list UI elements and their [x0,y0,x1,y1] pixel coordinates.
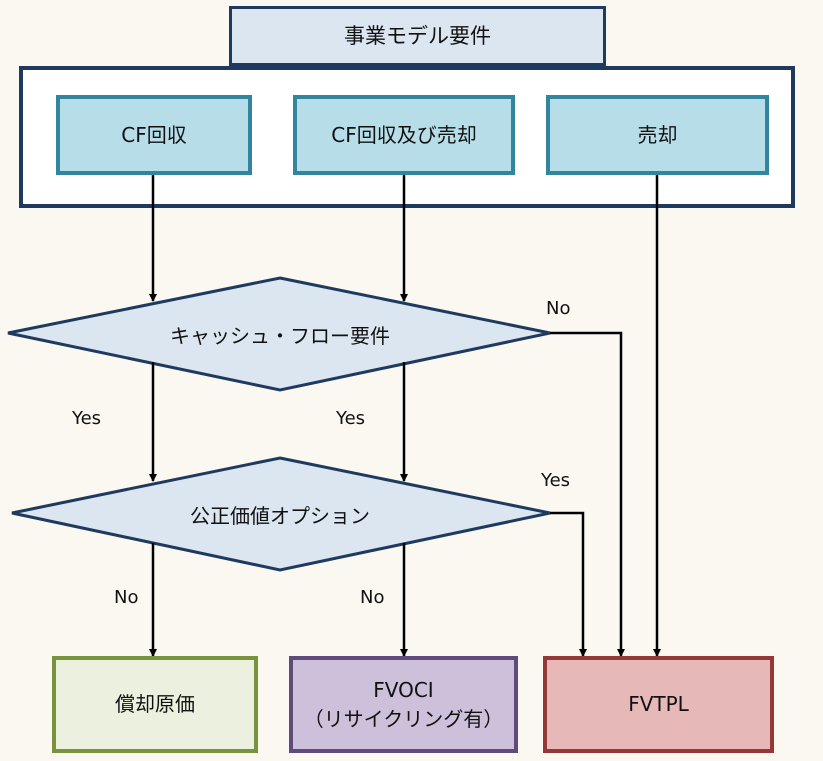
fair-value-option-decision-label: 公正価値オプション [190,504,370,528]
edge-fvo-yes [550,511,587,657]
edge-label-fvo-no-left: No [114,587,139,608]
result-amortized-cost-label: 償却原価 [115,692,195,716]
requirement-sale: 売却 [546,95,769,175]
edge-label-cash-flow-no: No [546,298,571,319]
result-fvoci: FVOCI （リサイクリング有） [289,656,518,753]
requirement-cf-collection-and-sale: CF回収及び売却 [293,95,515,175]
result-amortized-cost: 償却原価 [52,656,258,753]
fair-value-option-decision-diamond [11,456,551,572]
result-fvoci-recycling-note: （リサイクリング有） [303,706,504,731]
result-fvoci-label: FVOCI [373,677,434,702]
result-fvtpl: FVTPL [543,656,774,753]
edge-label-fvo-yes: Yes [541,470,571,491]
edge-label-fvo-no-mid: No [360,587,385,608]
requirement-cf-collection-and-sale-label: CF回収及び売却 [331,122,477,147]
edge-label-cash-flow-yes-left: Yes [72,408,102,429]
result-fvtpl-label: FVTPL [628,692,689,716]
business-model-title: 事業モデル要件 [344,23,491,48]
business-model-title-box: 事業モデル要件 [229,6,606,66]
requirement-cf-collection: CF回収 [56,95,252,175]
edge-label-cash-flow-yes-mid: Yes [336,408,366,429]
edge-cash-flow-no [550,331,625,657]
cash-flow-decision-diamond [7,276,551,392]
requirement-sale-label: 売却 [637,122,678,147]
cash-flow-decision-label: キャッシュ・フロー要件 [170,324,390,348]
requirement-cf-collection-label: CF回収 [121,122,187,147]
